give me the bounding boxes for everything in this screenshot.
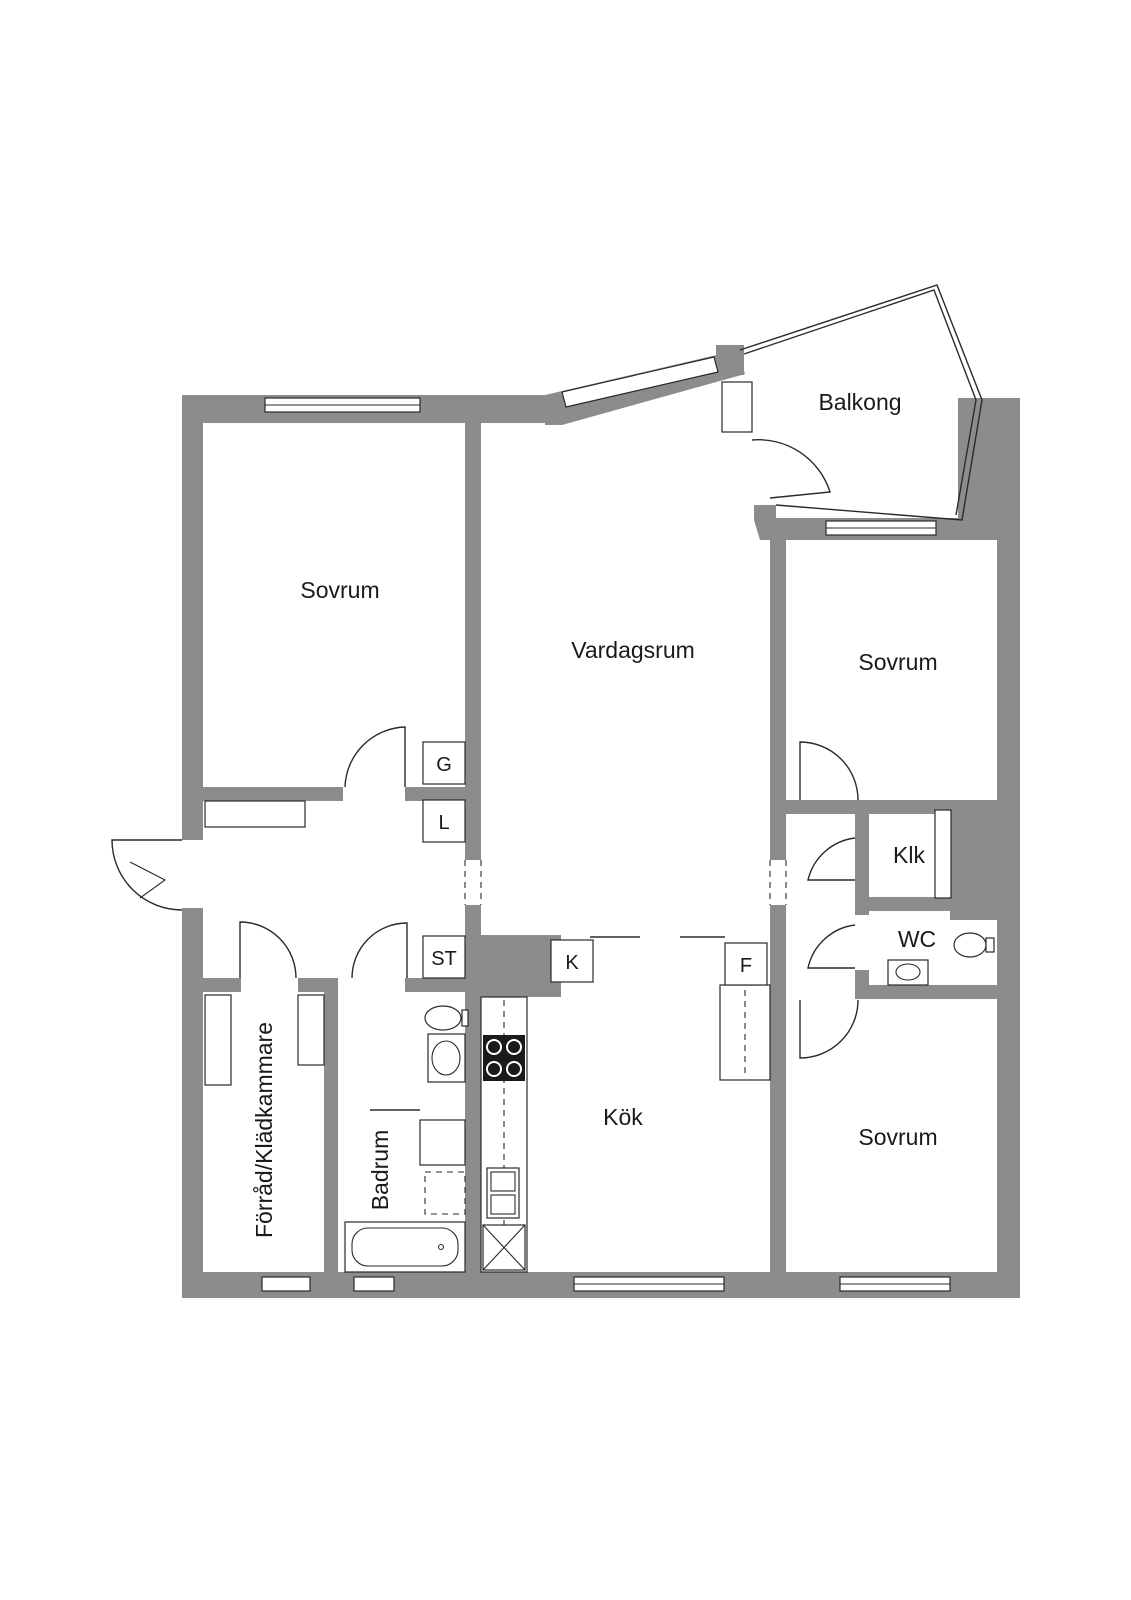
room-label-forrad: Förråd/Klädkammare	[251, 1022, 277, 1238]
room-label-balkong: Balkong	[818, 389, 901, 415]
closet-label-g: G	[436, 754, 452, 776]
walls	[182, 345, 1020, 1298]
room-label-sovrum-1: Sovrum	[300, 577, 379, 603]
openings	[464, 860, 787, 905]
closet-label-f: F	[740, 955, 752, 977]
room-label-kok: Kök	[603, 1104, 643, 1130]
closet-label-st: ST	[431, 948, 457, 970]
room-label-wc: WC	[898, 926, 936, 952]
fixtures	[204, 800, 995, 1273]
room-label-sovrum-2: Sovrum	[858, 649, 937, 675]
room-label-sovrum-3: Sovrum	[858, 1124, 937, 1150]
windows	[261, 356, 951, 1292]
balcony	[739, 284, 983, 521]
room-label-klk: Klk	[893, 842, 925, 868]
room-label-badrum: Badrum	[367, 1130, 393, 1211]
closet-label-l: L	[438, 812, 449, 834]
closet-label-k: K	[565, 952, 579, 974]
closet-boxes	[422, 741, 768, 986]
room-label-vardagsrum: Vardagsrum	[571, 637, 695, 663]
doors	[111, 439, 859, 1111]
